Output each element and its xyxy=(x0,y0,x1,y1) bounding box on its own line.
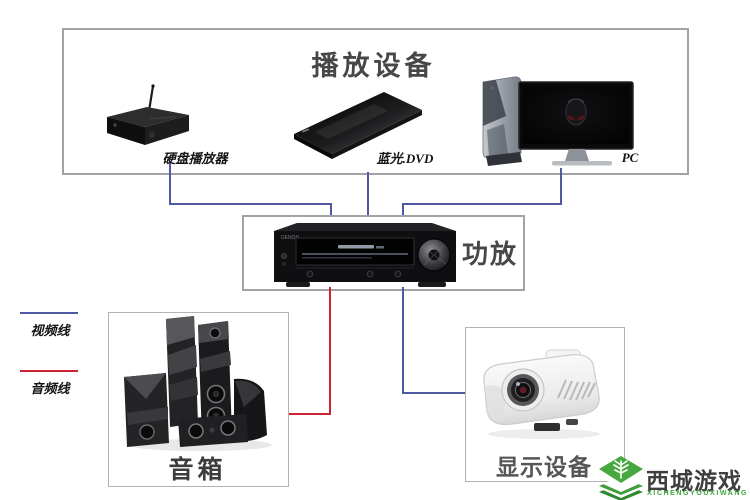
speaker-set-image xyxy=(124,316,272,451)
legend-audio-line xyxy=(20,370,78,372)
hdd-player-image xyxy=(107,84,189,145)
wire-pc-drop xyxy=(402,203,404,223)
wire-video-horizontal xyxy=(402,392,465,394)
wire-pc-horizontal xyxy=(402,203,562,205)
wire-video-vertical xyxy=(402,287,404,394)
bluray-player-image xyxy=(294,92,422,159)
projector-image xyxy=(483,349,600,439)
pc-image xyxy=(482,76,634,166)
wire-audio-vertical xyxy=(329,287,331,415)
wire-pc-vertical xyxy=(560,168,562,205)
wire-audio-horizontal xyxy=(287,413,331,415)
wire-hdd-horizontal xyxy=(169,203,332,205)
legend-video-label: 视频线 xyxy=(30,323,70,338)
receiver-brand-text: DENON xyxy=(281,235,299,241)
playback-devices-title: 播放设备 xyxy=(311,51,436,81)
av-receiver-image: DENON xyxy=(274,223,456,287)
legend-video-line xyxy=(20,312,78,314)
site-name-text: 西城游戏网 xyxy=(646,468,742,494)
wire-hdd-drop xyxy=(330,203,332,223)
amplifier-title: 功放 xyxy=(462,239,519,269)
wire-bluray-drop xyxy=(367,172,369,223)
bluray-player-label: 蓝光.DVD xyxy=(376,151,434,166)
pc-label: PC xyxy=(621,150,639,165)
site-logo-icon xyxy=(599,456,643,500)
speakers-title: 音箱 xyxy=(168,456,227,484)
display-device-title: 显示设备 xyxy=(496,454,592,480)
hdd-player-label: 硬盘播放器 xyxy=(162,151,228,166)
site-pinyin-text: XICHENGYOUXIWANG xyxy=(647,490,749,497)
legend-audio-label: 音频线 xyxy=(30,381,70,396)
wire-hdd-vertical xyxy=(169,163,171,205)
